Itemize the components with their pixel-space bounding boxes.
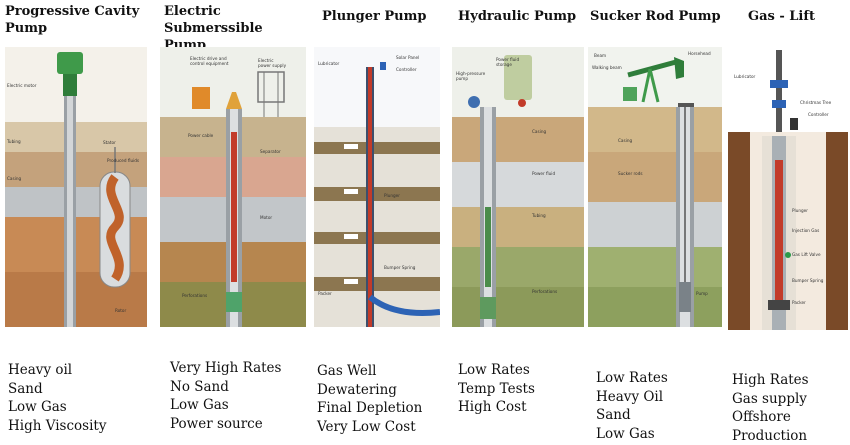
attribute-list: Gas Well Dewatering Final Depletion Very…: [317, 362, 422, 436]
svg-text:control equipment: control equipment: [190, 61, 229, 66]
svg-text:Tubing: Tubing: [531, 213, 546, 218]
svg-text:Casing: Casing: [618, 138, 632, 143]
pump-title: Electric Submerssible Pump: [164, 4, 263, 53]
attribute-item: Low Gas: [596, 425, 655, 442]
svg-text:power supply: power supply: [258, 63, 287, 68]
gaslift-diagram: Lubricator Christmas Tree Controller Plu…: [728, 40, 848, 330]
plunger-diagram: Lubricator Solar Panel Controller Plunge…: [314, 47, 440, 327]
svg-text:Plunger: Plunger: [792, 208, 808, 213]
attribute-item: Production: [732, 427, 808, 444]
svg-text:Injection Gas: Injection Gas: [792, 228, 819, 233]
attribute-item: Low Gas: [8, 399, 67, 415]
svg-text:Beam: Beam: [594, 53, 606, 58]
svg-text:Rotor: Rotor: [115, 308, 126, 313]
svg-text:Controller: Controller: [396, 67, 417, 72]
svg-text:Walking beam: Walking beam: [592, 65, 622, 70]
attribute-item: Heavy Oil: [596, 388, 664, 405]
attribute-item: Gas Well: [317, 363, 377, 379]
attribute-item: Sand: [8, 380, 43, 397]
svg-text:Motor: Motor: [260, 215, 272, 220]
svg-text:Pump: Pump: [696, 291, 708, 296]
svg-text:Bumper Spring: Bumper Spring: [792, 278, 824, 283]
svg-text:Separator: Separator: [260, 149, 281, 154]
pump-title: Sucker Rod Pump: [590, 9, 721, 24]
svg-text:Electric motor: Electric motor: [7, 83, 37, 88]
svg-text:Perforations: Perforations: [182, 293, 207, 298]
attribute-item: Sand: [596, 407, 631, 423]
srp-diagram: Beam Horsehead Walking beam Sucker rods …: [588, 47, 722, 327]
svg-text:Casing: Casing: [7, 176, 21, 181]
svg-text:Casing: Casing: [532, 129, 546, 134]
svg-text:Electric: Electric: [258, 58, 274, 63]
attribute-item: Temp Tests: [458, 380, 535, 397]
svg-text:High-pressure: High-pressure: [456, 71, 486, 76]
svg-text:Controller: Controller: [808, 112, 829, 117]
pump-title: Hydraulic Pump: [458, 9, 577, 24]
attribute-item: Final Depletion: [317, 400, 423, 416]
attribute-item: High Rates: [732, 372, 809, 388]
svg-text:Packer: Packer: [792, 300, 806, 305]
pump-column-srp: Sucker Rod Pump Beam Horsehead Walking b…: [586, 0, 726, 445]
svg-text:Lubricator: Lubricator: [734, 74, 756, 79]
svg-text:Power fluid: Power fluid: [496, 57, 519, 62]
svg-text:Packer: Packer: [318, 291, 332, 296]
attribute-list: Very High Rates No Sand Low Gas Power so…: [170, 359, 281, 433]
pump-title: Progressive Cavity Pump: [5, 4, 140, 36]
svg-text:Power cable: Power cable: [188, 133, 214, 138]
hydraulic-diagram: Power fluid storage High-pressure pump C…: [452, 47, 584, 327]
svg-text:Power fluid: Power fluid: [532, 171, 555, 176]
attribute-item: High Viscosity: [8, 417, 107, 434]
attribute-item: Gas supply: [732, 390, 807, 407]
attribute-item: Heavy oil: [8, 362, 73, 378]
pump-title: Plunger Pump: [322, 9, 427, 24]
pump-column-pcp: Progressive Cavity Pump Electric motor T…: [5, 0, 155, 445]
attribute-item: No Sand: [170, 378, 229, 395]
pump-column-hydraulic: Hydraulic Pump Power fluid storage High-…: [452, 0, 587, 445]
svg-text:Christmas Tree: Christmas Tree: [800, 100, 832, 105]
svg-text:Bumper Spring: Bumper Spring: [384, 265, 416, 270]
attribute-item: Very Low Cost: [317, 418, 416, 435]
attribute-list: Heavy oil Sand Low Gas High Viscosity: [8, 361, 106, 435]
svg-text:Produced fluids: Produced fluids: [107, 158, 139, 163]
attribute-list: Low Rates Heavy Oil Sand Low Gas: [596, 369, 668, 443]
attribute-item: Low Gas: [170, 397, 229, 413]
attribute-item: Offshore: [732, 409, 791, 425]
svg-text:Stator: Stator: [103, 140, 116, 145]
attribute-item: Low Rates: [596, 370, 668, 386]
pump-column-esp: Electric Submerssible Pump Electric driv…: [160, 0, 310, 445]
svg-text:pump: pump: [456, 76, 468, 81]
attribute-list: Low Rates Temp Tests High Cost: [458, 361, 535, 417]
attribute-item: Power source: [170, 415, 263, 432]
pump-title: Gas - Lift: [748, 9, 815, 24]
svg-text:Plunger: Plunger: [384, 193, 400, 198]
svg-text:Gas Lift Valve: Gas Lift Valve: [792, 252, 821, 257]
pump-column-plunger: Plunger Pump Lubricator Solar Panel Cont…: [314, 0, 444, 445]
svg-text:Sucker rods: Sucker rods: [618, 171, 643, 176]
attribute-item: Very High Rates: [170, 360, 282, 376]
attribute-item: Low Rates: [458, 362, 530, 378]
attribute-list: High Rates Gas supply Offshore Productio…: [732, 371, 809, 445]
svg-text:Solar Panel: Solar Panel: [396, 55, 419, 60]
svg-text:storage: storage: [496, 62, 512, 67]
svg-text:Horsehead: Horsehead: [688, 51, 711, 56]
pcp-diagram: Electric motor Tubing Stator Rotor Casin…: [5, 47, 147, 327]
svg-text:Tubing: Tubing: [6, 139, 21, 144]
attribute-item: High Cost: [458, 399, 527, 415]
svg-text:Electric drive and: Electric drive and: [190, 56, 227, 61]
svg-text:Lubricator: Lubricator: [318, 61, 340, 66]
pump-column-gaslift: Gas - Lift Lubricator Christmas Tree Con…: [726, 0, 850, 445]
attribute-item: Dewatering: [317, 381, 397, 398]
svg-text:Perforations: Perforations: [532, 289, 557, 294]
esp-diagram: Electric drive and control equipment Ele…: [160, 47, 306, 327]
